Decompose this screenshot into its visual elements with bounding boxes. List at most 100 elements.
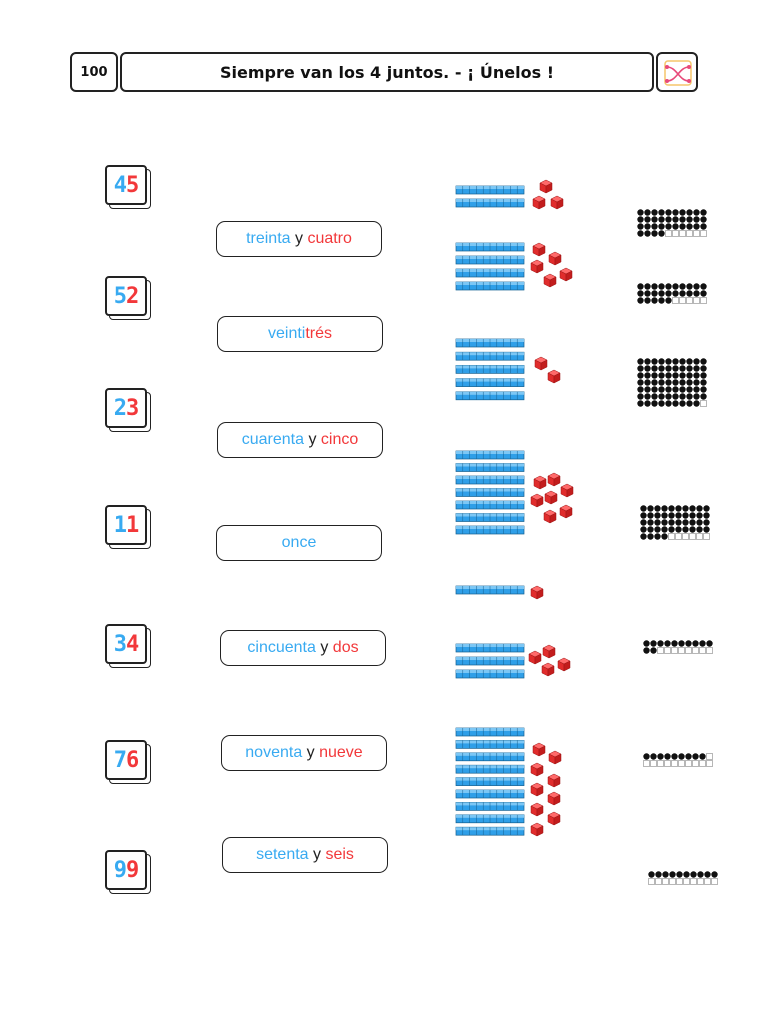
ten-rod xyxy=(455,475,525,485)
filled-dot xyxy=(679,386,686,393)
filled-dot xyxy=(651,216,658,223)
empty-cell xyxy=(643,760,650,767)
filled-dot xyxy=(637,365,644,372)
filled-dot xyxy=(668,519,675,526)
filled-dot xyxy=(689,512,696,519)
filled-dot xyxy=(693,386,700,393)
ten-rod xyxy=(455,669,525,679)
filled-dot xyxy=(637,230,644,237)
filled-dot xyxy=(654,526,661,533)
filled-dot xyxy=(665,386,672,393)
filled-dot xyxy=(689,526,696,533)
empty-cell xyxy=(671,647,678,654)
filled-dot xyxy=(651,230,658,237)
filled-dot xyxy=(692,640,699,647)
base-ten-blocks xyxy=(455,338,561,401)
filled-dot xyxy=(703,512,710,519)
filled-dot xyxy=(696,526,703,533)
ten-rod xyxy=(455,391,525,401)
filled-dot xyxy=(665,283,672,290)
empty-cell xyxy=(676,878,683,885)
dot-grid xyxy=(643,640,713,654)
unit-cube xyxy=(532,242,546,257)
empty-cell xyxy=(675,533,682,540)
filled-dot xyxy=(679,283,686,290)
ten-rod xyxy=(455,656,525,666)
filled-dot xyxy=(640,512,647,519)
empty-cell xyxy=(679,297,686,304)
unit-cube xyxy=(542,644,556,659)
units-word: trés xyxy=(305,325,333,342)
empty-cell xyxy=(700,400,707,407)
unit-cube xyxy=(530,585,544,600)
number-word-box[interactable]: cincuenta y dos xyxy=(220,630,386,666)
filled-dot xyxy=(665,223,672,230)
filled-dot xyxy=(651,290,658,297)
filled-dot xyxy=(640,505,647,512)
filled-dot xyxy=(658,223,665,230)
filled-dot xyxy=(686,358,693,365)
empty-cell xyxy=(665,230,672,237)
empty-cell xyxy=(685,647,692,654)
empty-cell xyxy=(657,760,664,767)
filled-dot xyxy=(678,753,685,760)
number-word-box[interactable]: setenta y seis xyxy=(222,837,388,873)
tens-word: noventa xyxy=(245,744,303,761)
filled-dot xyxy=(700,386,707,393)
ten-rod xyxy=(455,242,525,252)
unit-cube xyxy=(548,251,562,266)
empty-cell xyxy=(683,878,690,885)
filled-dot xyxy=(651,372,658,379)
number-word-box[interactable]: cuarenta y cinco xyxy=(217,422,383,458)
empty-cell xyxy=(664,647,671,654)
number-word-box[interactable]: treinta y cuatro xyxy=(216,221,382,257)
tens-word: treinta xyxy=(246,230,291,247)
word-connector: y xyxy=(315,639,333,656)
unit-cube xyxy=(547,472,561,487)
number-word-box[interactable]: noventa y nueve xyxy=(221,735,387,771)
logo-box xyxy=(656,52,698,92)
filled-dot xyxy=(651,358,658,365)
ten-rod xyxy=(455,643,525,653)
empty-cell xyxy=(706,753,713,760)
filled-dot xyxy=(700,372,707,379)
filled-dot xyxy=(696,505,703,512)
ten-rod xyxy=(455,777,525,786)
unit-cube xyxy=(532,195,546,210)
filled-dot xyxy=(672,358,679,365)
filled-dot xyxy=(672,290,679,297)
filled-dot xyxy=(644,223,651,230)
filled-dot xyxy=(682,512,689,519)
filled-dot xyxy=(637,386,644,393)
filled-dot xyxy=(644,372,651,379)
unit-cube xyxy=(530,822,544,837)
unit-cube xyxy=(550,195,564,210)
empty-cell xyxy=(697,878,704,885)
filled-dot xyxy=(651,393,658,400)
units-word: seis xyxy=(325,846,354,863)
filled-dot xyxy=(682,526,689,533)
filled-dot xyxy=(704,871,711,878)
filled-dot xyxy=(651,379,658,386)
filled-dot xyxy=(693,216,700,223)
filled-dot xyxy=(644,393,651,400)
filled-dot xyxy=(679,365,686,372)
ten-rod xyxy=(455,500,525,510)
filled-dot xyxy=(665,290,672,297)
filled-dot xyxy=(655,871,662,878)
filled-dot xyxy=(665,297,672,304)
filled-dot xyxy=(644,365,651,372)
filled-dot xyxy=(644,297,651,304)
number-word-box[interactable]: once xyxy=(216,525,382,561)
empty-cell xyxy=(696,533,703,540)
filled-dot xyxy=(640,519,647,526)
